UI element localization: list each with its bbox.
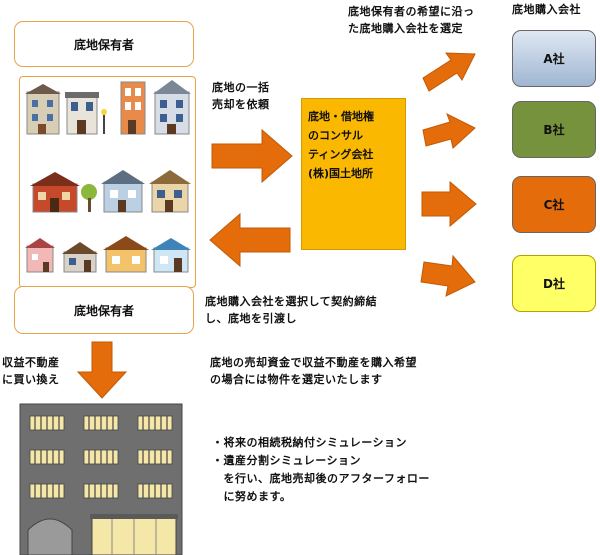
contract-line-2: し、底地を引渡し <box>205 312 297 325</box>
service-after-follow-1: を行い、底地売却後のアフターフォロー <box>212 472 430 485</box>
buyer-selection-line-2: た底地購入会社を選定 <box>348 22 463 35</box>
consultant-line-2: のコンサル <box>308 129 363 142</box>
services-list: ・将来の相続税納付シミュレーション ・遺産分割シミュレーション を行い、底地売却… <box>212 434 430 506</box>
service-estate-division: ・遺産分割シミュレーション <box>212 454 362 467</box>
request-sale-line-1: 底地の一括 <box>212 81 270 94</box>
purchase-line-1: 底地の売却資金で収益不動産を購入希望 <box>210 356 417 369</box>
reinvest-label: 収益不動産 に買い換え <box>2 354 60 388</box>
contract-line-1: 底地購入会社を選択して契約締結 <box>205 295 378 308</box>
buyer-selection-label: 底地保有者の希望に沿っ た底地購入会社を選定 <box>348 3 475 37</box>
reinvest-line-2: に買い換え <box>2 373 60 386</box>
purchase-label: 底地の売却資金で収益不動産を購入希望 の場合には物件を選定いたします <box>210 354 417 388</box>
service-inheritance-tax: ・将来の相続税納付シミュレーション <box>212 436 408 449</box>
buyers-header: 底地購入会社 <box>512 3 581 16</box>
request-sale-line-2: 売却を依頼 <box>212 98 270 111</box>
service-after-follow-2: に努めます。 <box>212 490 292 503</box>
consultant-box: 底地・借地権 のコンサル ティング会社 (株)国土地所 <box>301 98 406 250</box>
request-sale-label: 底地の一括 売却を依頼 <box>212 79 270 113</box>
consultant-line-4: (株)国土地所 <box>308 167 374 180</box>
buyer-selection-line-1: 底地保有者の希望に沿っ <box>348 5 475 18</box>
company-b-box: B社 <box>512 101 596 158</box>
arrow-left-to-owner <box>209 212 291 268</box>
house-illustration <box>25 80 191 273</box>
contract-label: 底地購入会社を選択して契約締結 し、底地を引渡し <box>205 293 377 327</box>
arrows-to-companies <box>420 52 477 297</box>
company-a-box: A社 <box>512 30 596 87</box>
consultant-line-1: 底地・借地権 <box>308 110 374 123</box>
purchase-line-2: の場合には物件を選定いたします <box>210 373 383 386</box>
company-c-box: C社 <box>512 176 596 233</box>
apartment-building-illustration <box>19 403 183 555</box>
arrow-right-to-consultant <box>211 128 293 184</box>
consultant-line-3: ティング会社 <box>308 148 374 161</box>
owner-box-bottom: 底地保有者 <box>14 286 194 334</box>
company-d-box: D社 <box>512 255 596 312</box>
arrow-down-to-property <box>76 341 128 399</box>
owner-box-top: 底地保有者 <box>14 21 194 67</box>
reinvest-line-1: 収益不動産 <box>2 356 60 369</box>
